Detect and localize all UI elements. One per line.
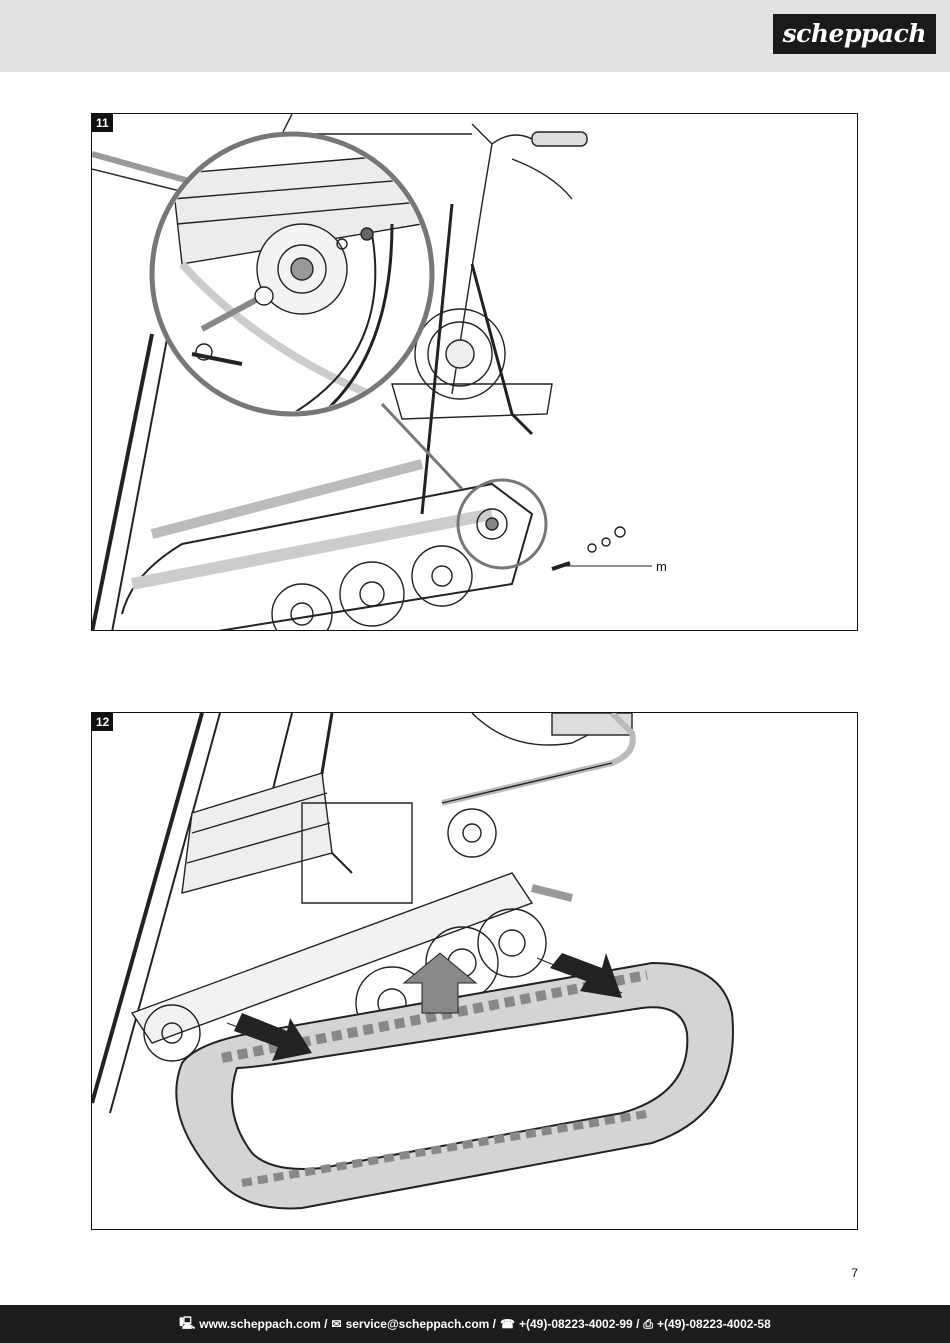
footer-email[interactable]: service@scheppach.com / (345, 1317, 497, 1331)
figure-12-illustration (92, 713, 734, 1210)
envelope-icon: ✉ (331, 1317, 342, 1331)
telephone-icon: ☎ (500, 1317, 515, 1331)
page-number: 7 (851, 1266, 858, 1280)
figure-11: 11 (91, 113, 858, 631)
footer-fax: +(49)-08223-4002-58 (657, 1317, 771, 1331)
figure-number: 11 (92, 114, 113, 132)
computer-icon: 🖳 (179, 1315, 196, 1330)
fax-icon: ⎙ (643, 1316, 654, 1331)
footer-website[interactable]: www.scheppach.com / (199, 1317, 328, 1331)
figure-number: 12 (92, 713, 114, 731)
footer-phone: +(49)-08223-4002-99 / (518, 1317, 640, 1331)
figure-11-illustration (92, 114, 652, 630)
callout-m: m (656, 559, 667, 574)
footer: 🖳 www.scheppach.com / ✉ service@scheppac… (0, 1305, 950, 1343)
figure-12: 12 (91, 712, 858, 1230)
brand-logo: scheppach (772, 14, 936, 54)
